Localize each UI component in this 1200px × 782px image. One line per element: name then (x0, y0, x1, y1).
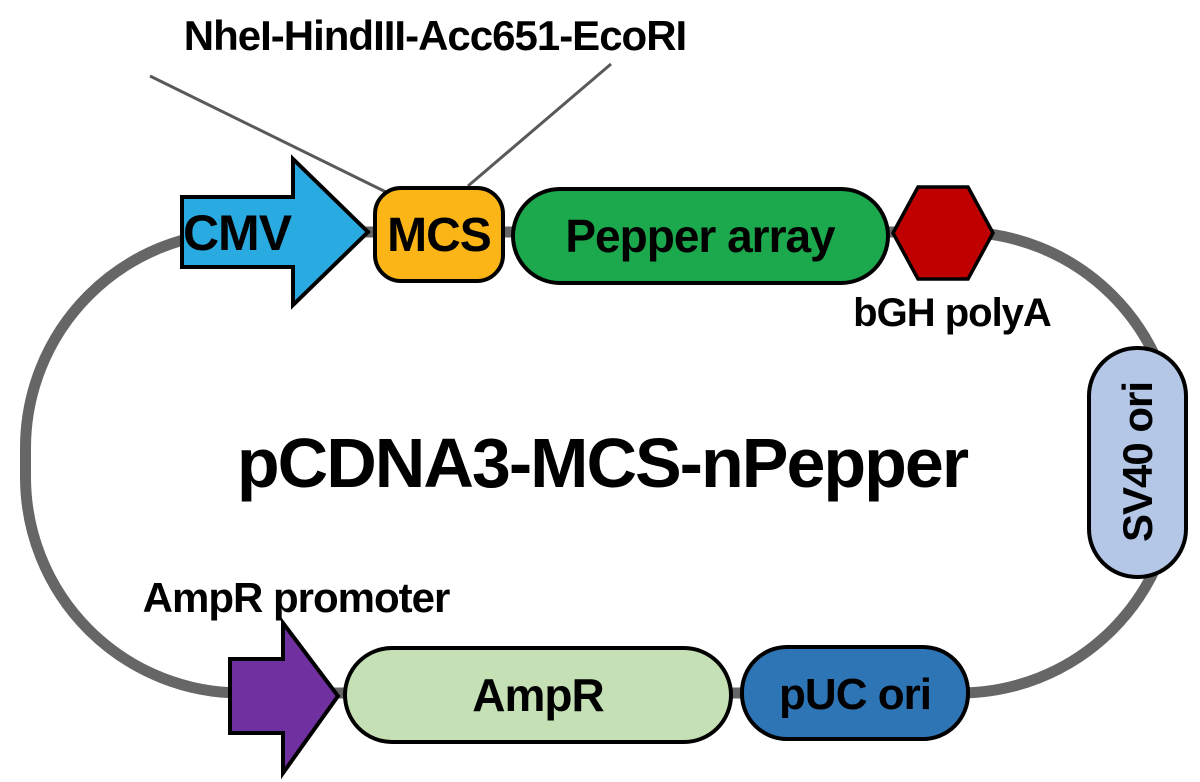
mcs-label: MCS (387, 209, 491, 262)
ampr-promoter-label: AmpR promoter (143, 574, 450, 621)
puc-ori-box (740, 645, 970, 741)
ampr-promoter-arrow (228, 617, 341, 780)
callout-line-left (149, 74, 387, 194)
ampr-box (343, 646, 733, 744)
pepper-array-label: Pepper array (565, 210, 836, 262)
pepper-array-box (511, 187, 890, 285)
cmv-promoter-arrow (180, 154, 371, 310)
cmv-label: CMV (183, 205, 293, 261)
ampr-label: AmpR (472, 669, 604, 721)
mcs-box (373, 186, 505, 283)
bgh-polya-hexagon (891, 185, 995, 281)
puc-ori-label: pUC ori (779, 670, 931, 719)
plasmid-title: pCDNA3-MCS-nPepper (237, 424, 969, 502)
sv40-ori-box (1087, 346, 1188, 579)
restriction-sites-label: NheI-HindIII-Acc651-EcoRI (184, 12, 686, 59)
sv40-ori-label: SV40 ori (1114, 382, 1161, 542)
callout-line-right (467, 62, 612, 188)
bgh-polya-label: bGH polyA (853, 291, 1051, 335)
